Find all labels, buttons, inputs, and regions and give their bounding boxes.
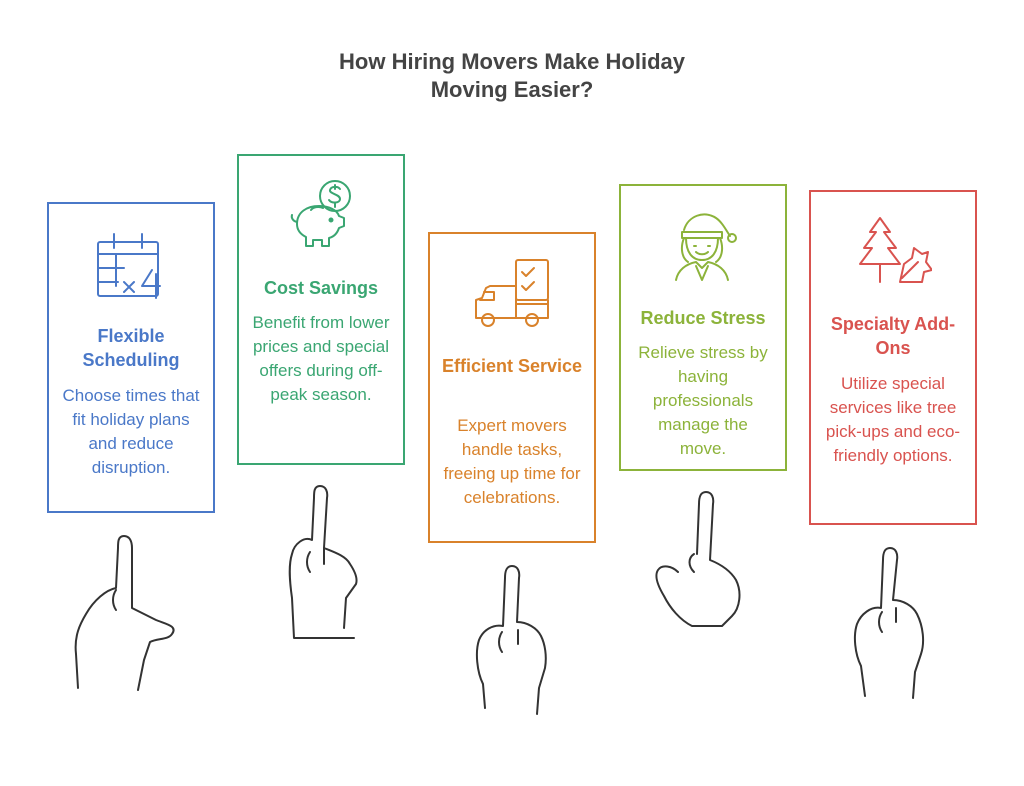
card-efficient-service: Efficient Service Expert movers handle t…	[428, 232, 596, 543]
card-heading: Specialty Add-Ons	[830, 314, 956, 358]
pointing-hand-icon	[68, 532, 180, 692]
tree-and-leaf-icon	[811, 214, 975, 288]
card-heading: Reduce Stress	[640, 308, 766, 328]
card-description: Expert movers handle tasks, freeing up t…	[443, 416, 581, 507]
piggy-bank-icon	[239, 176, 403, 252]
truck-checklist-icon	[430, 256, 594, 330]
title-line-1: How Hiring Movers Make Holiday	[339, 49, 685, 74]
diagram-title: How Hiring Movers Make Holiday Moving Ea…	[0, 48, 1024, 104]
card-heading: Flexible Scheduling	[82, 326, 180, 370]
pointing-hand-icon	[848, 542, 938, 702]
card-specialty-add-ons: Specialty Add-Ons Utilize special servic…	[809, 190, 977, 525]
pointing-hand-icon	[466, 560, 560, 720]
card-flexible-scheduling: Flexible Scheduling Choose times that fi…	[47, 202, 215, 513]
pointing-hand-icon	[270, 482, 374, 642]
card-description: Relieve stress by having professionals m…	[638, 343, 768, 458]
calendar-icon	[49, 230, 213, 300]
card-description: Choose times that fit holiday plans and …	[62, 386, 200, 477]
card-description: Benefit from lower prices and special of…	[252, 313, 390, 404]
pointing-hand-icon	[650, 486, 760, 646]
card-heading: Efficient Service	[441, 356, 583, 376]
card-cost-savings: Cost Savings Benefit from lower prices a…	[237, 154, 405, 465]
santa-hat-person-icon	[621, 208, 785, 282]
title-line-2: Moving Easier?	[430, 77, 594, 102]
card-description: Utilize special services like tree pick-…	[825, 374, 961, 465]
card-reduce-stress: Reduce Stress Relieve stress by having p…	[619, 184, 787, 471]
card-heading: Cost Savings	[263, 278, 379, 298]
